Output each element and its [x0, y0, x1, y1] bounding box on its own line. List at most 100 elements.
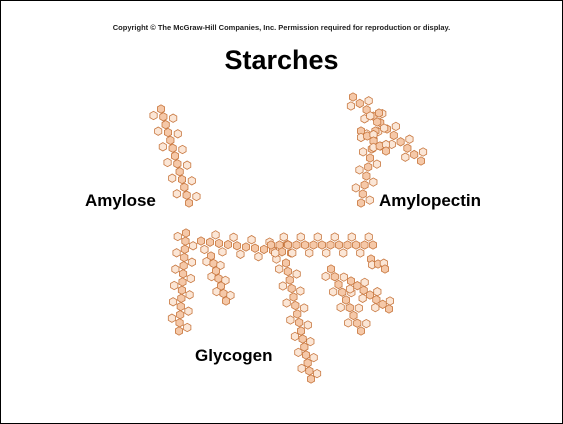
glucose-unit	[297, 287, 304, 295]
glucose-unit	[357, 249, 364, 257]
glucose-unit	[201, 245, 208, 253]
glucose-unit	[307, 375, 314, 383]
glucose-unit	[197, 237, 204, 245]
glucose-unit	[215, 239, 222, 247]
glucose-unit	[279, 282, 286, 290]
glucose-unit	[193, 192, 200, 200]
glucose-unit	[184, 323, 191, 331]
glucose-unit	[219, 248, 226, 256]
glucose-unit	[299, 335, 306, 343]
glucose-unit	[374, 118, 381, 126]
glucose-unit	[330, 288, 337, 296]
glucose-unit	[177, 302, 184, 310]
glucose-unit	[179, 278, 186, 286]
glucose-unit	[185, 199, 192, 207]
glucose-unit	[340, 273, 347, 281]
glucose-unit	[222, 297, 229, 305]
glucose-unit	[385, 305, 392, 313]
glucose-unit	[370, 178, 377, 186]
glucose-unit	[419, 148, 426, 156]
glucose-unit	[172, 265, 179, 273]
glucose-unit	[182, 229, 189, 237]
glucose-unit	[213, 287, 220, 295]
glucose-unit	[174, 160, 181, 168]
glucose-unit	[346, 304, 353, 312]
glucose-unit	[355, 304, 362, 312]
glucose-unit	[357, 199, 364, 207]
glucose-unit	[187, 274, 194, 282]
glucose-unit	[381, 265, 388, 273]
amylose-molecule	[150, 105, 200, 207]
glucose-unit	[365, 163, 372, 171]
glucose-unit	[260, 245, 267, 253]
glucose-unit	[169, 144, 176, 152]
glucose-unit	[290, 293, 297, 301]
glucose-unit	[174, 130, 181, 138]
glucose-unit	[366, 196, 373, 204]
glucose-unit	[177, 311, 184, 319]
glucose-unit	[175, 327, 182, 335]
glucose-unit	[182, 237, 189, 245]
glucose-unit	[301, 304, 308, 312]
glucose-unit	[169, 174, 176, 182]
glucose-unit	[375, 109, 382, 117]
glycogen-label: Glycogen	[195, 346, 272, 366]
glucose-unit	[372, 303, 379, 311]
glucose-unit	[354, 319, 361, 327]
glucose-unit	[404, 144, 411, 152]
glucose-unit	[359, 294, 366, 302]
glucose-unit	[237, 250, 244, 258]
glucose-unit	[347, 102, 354, 110]
glucose-unit	[188, 258, 195, 266]
glucose-unit	[386, 297, 393, 305]
glucose-unit	[411, 150, 418, 158]
glucose-unit	[382, 147, 389, 155]
glucose-unit	[185, 307, 192, 315]
glucose-unit	[178, 286, 185, 294]
glucose-unit	[345, 319, 352, 327]
glucose-unit	[178, 175, 185, 183]
glucose-unit	[180, 262, 187, 270]
glucose-unit	[335, 241, 342, 249]
glucose-unit	[293, 241, 300, 249]
glucose-unit	[366, 154, 373, 162]
glucose-unit	[310, 241, 317, 249]
glucose-unit	[206, 238, 213, 246]
glucose-unit	[208, 272, 215, 280]
glucose-unit	[318, 241, 325, 249]
glucose-unit	[402, 153, 409, 161]
glucose-unit	[289, 249, 296, 257]
glucose-unit	[365, 97, 372, 105]
glucose-unit	[276, 265, 283, 273]
glucose-unit	[292, 301, 299, 309]
glucose-unit	[363, 319, 370, 327]
glucose-unit	[337, 303, 344, 311]
glucose-unit	[181, 253, 188, 261]
glucose-unit	[179, 145, 186, 153]
glucose-unit	[272, 249, 279, 257]
glucose-unit	[170, 114, 177, 122]
amylose-label: Amylose	[85, 191, 156, 211]
glucose-unit	[171, 152, 178, 160]
glucose-unit	[306, 367, 313, 375]
glucose-unit	[361, 181, 368, 189]
glucose-unit	[155, 127, 162, 135]
glucose-unit	[374, 288, 381, 296]
glucose-unit	[164, 128, 171, 136]
glucose-unit	[174, 232, 181, 240]
glucose-unit	[203, 257, 210, 265]
glucose-unit	[331, 273, 338, 281]
glucose-unit	[348, 233, 355, 241]
glucose-unit	[157, 105, 164, 113]
glucose-unit	[230, 233, 237, 241]
glucose-unit	[361, 278, 368, 286]
glucose-unit	[296, 318, 303, 326]
glucose-unit	[304, 321, 311, 329]
glucose-unit	[356, 166, 363, 174]
glucose-unit	[233, 242, 240, 250]
glucose-unit	[369, 241, 376, 249]
glucose-unit	[323, 249, 330, 257]
glucose-unit	[335, 280, 342, 288]
glucose-unit	[248, 236, 255, 244]
